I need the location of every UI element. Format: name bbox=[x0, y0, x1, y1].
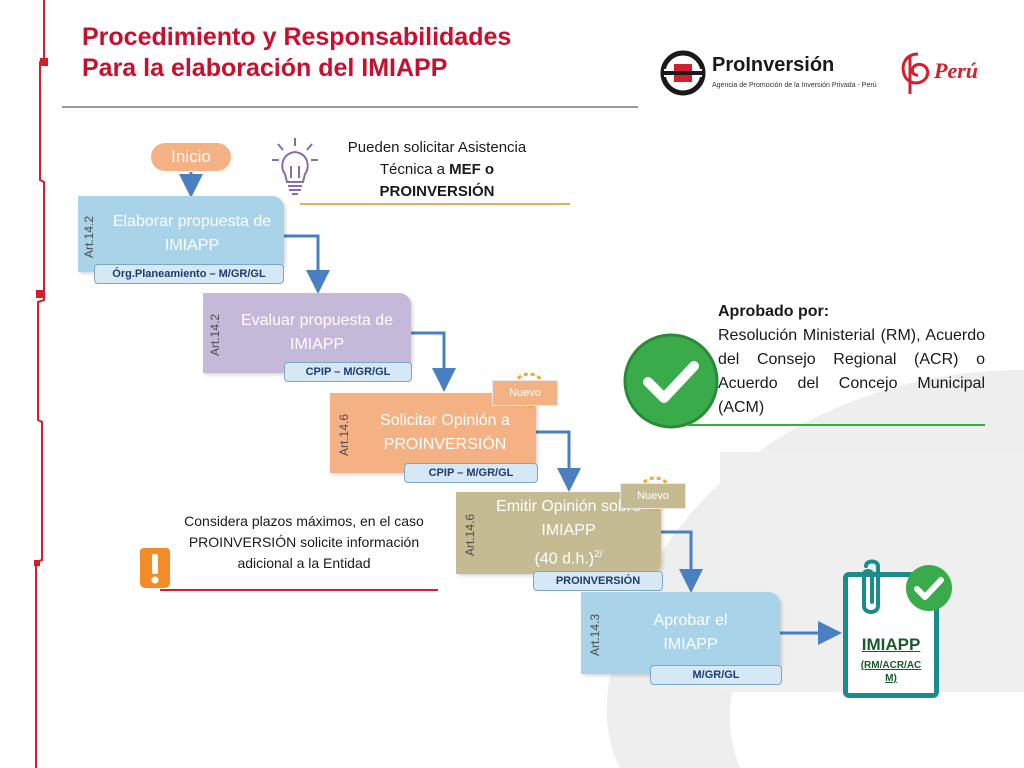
document-title: IMIAPP bbox=[861, 635, 921, 654]
step-1-responsible: Órg.Planeamiento – M/GR/GL bbox=[94, 264, 284, 284]
hint-underline bbox=[300, 203, 570, 205]
step-1-label: Elaborar propuesta de IMIAPP bbox=[112, 213, 272, 254]
hint-text-bold-2: PROINVERSIÓN bbox=[379, 183, 495, 200]
step-4-label-text: Emitir Opinión sobre IMIAPP bbox=[496, 497, 641, 539]
left-decorative-line bbox=[34, 0, 48, 768]
proinversion-logo-subtitle: Agencia de Promoción de la Inversión Pri… bbox=[712, 82, 877, 89]
peru-logo-swirl-icon bbox=[901, 52, 930, 94]
step-4-days: (40 d.h.) bbox=[534, 550, 595, 568]
step-5-label: Aprobar el IMIAPP bbox=[653, 612, 728, 653]
document-subtitle: (RM/ACR/ACM) bbox=[860, 660, 922, 684]
hint-text: Pueden solicitar Asistencia Técnica a ME… bbox=[320, 137, 554, 203]
proinversion-logo-name: ProInversión bbox=[712, 54, 835, 76]
peru-logo: Perú bbox=[898, 48, 990, 98]
step-4-label: Emitir Opinión sobre IMIAPP (40 d.h.)2/ bbox=[489, 495, 649, 571]
approval-underline bbox=[688, 424, 985, 426]
new-badge-2: Nuevo bbox=[620, 483, 686, 509]
hint-text-bold-1: MEF o bbox=[449, 161, 495, 178]
step-2-article: Art.14.2 bbox=[208, 313, 222, 356]
hint-text-pre: Pueden solicitar Asistencia Técnica a bbox=[347, 139, 527, 178]
peru-logo-wordmark: Perú bbox=[934, 58, 978, 83]
step-4-footnote: 2/ bbox=[594, 548, 603, 560]
step-4-article: Art.14.6 bbox=[463, 513, 477, 556]
step-1-box: Elaborar propuesta de IMIAPP bbox=[78, 196, 284, 272]
title-line-2: Para la elaboración del IMIAPP bbox=[82, 54, 448, 82]
arrow-step2-to-step3 bbox=[411, 331, 456, 392]
step-3-responsible: CPIP – M/GR/GL bbox=[404, 463, 538, 483]
check-circle-icon bbox=[623, 333, 719, 429]
warning-text: Considera plazos máximos, en el caso PRO… bbox=[184, 513, 424, 571]
arrow-step3-to-step4 bbox=[536, 430, 581, 492]
arrow-step4-to-step5 bbox=[661, 530, 703, 593]
new-badge-1: Nuevo bbox=[492, 380, 558, 406]
step-3-article: Art.14.6 bbox=[337, 413, 351, 456]
step-5-box: Aprobar el IMIAPP bbox=[581, 592, 780, 674]
step-1-article: Art.14.2 bbox=[82, 215, 96, 258]
step-4-responsible: PROINVERSIÓN bbox=[533, 571, 663, 591]
start-label: Inicio bbox=[171, 147, 211, 166]
step-5-article: Art.14.3 bbox=[588, 613, 602, 656]
step-5-responsible: M/GR/GL bbox=[650, 665, 782, 685]
title-line-1: Procedimiento y Responsabilidades bbox=[82, 23, 512, 51]
exclamation-icon bbox=[140, 548, 170, 588]
start-pill: Inicio bbox=[151, 143, 231, 171]
lightbulb-icon bbox=[272, 138, 318, 195]
title-divider bbox=[62, 106, 638, 108]
approval-text: Resolución Ministerial (RM), Acuerdo del… bbox=[718, 327, 985, 416]
approval-heading: Aprobado por: bbox=[718, 303, 830, 320]
document-check-icon bbox=[906, 565, 952, 611]
step-3-label: Solicitar Opinión a PROINVERSIÓN bbox=[380, 412, 510, 453]
proinversion-logo: ProInversión Agencia de Promoción de la … bbox=[660, 50, 877, 96]
step-3-box: Solicitar Opinión a PROINVERSIÓN bbox=[330, 393, 536, 473]
step-2-box: Evaluar propuesta de IMIAPP bbox=[203, 293, 411, 373]
approval-block: Aprobado por: Resolución Ministerial (RM… bbox=[718, 300, 985, 420]
document-clip-icon bbox=[862, 559, 880, 614]
proinversion-logo-icon bbox=[660, 50, 706, 96]
page-title: Procedimiento y Responsabilidades Para l… bbox=[82, 22, 511, 84]
warning-underline bbox=[160, 589, 438, 591]
arrow-step1-to-step2 bbox=[284, 234, 330, 294]
step-2-label: Evaluar propuesta de IMIAPP bbox=[240, 312, 394, 353]
step-2-responsible: CPIP – M/GR/GL bbox=[284, 362, 412, 382]
